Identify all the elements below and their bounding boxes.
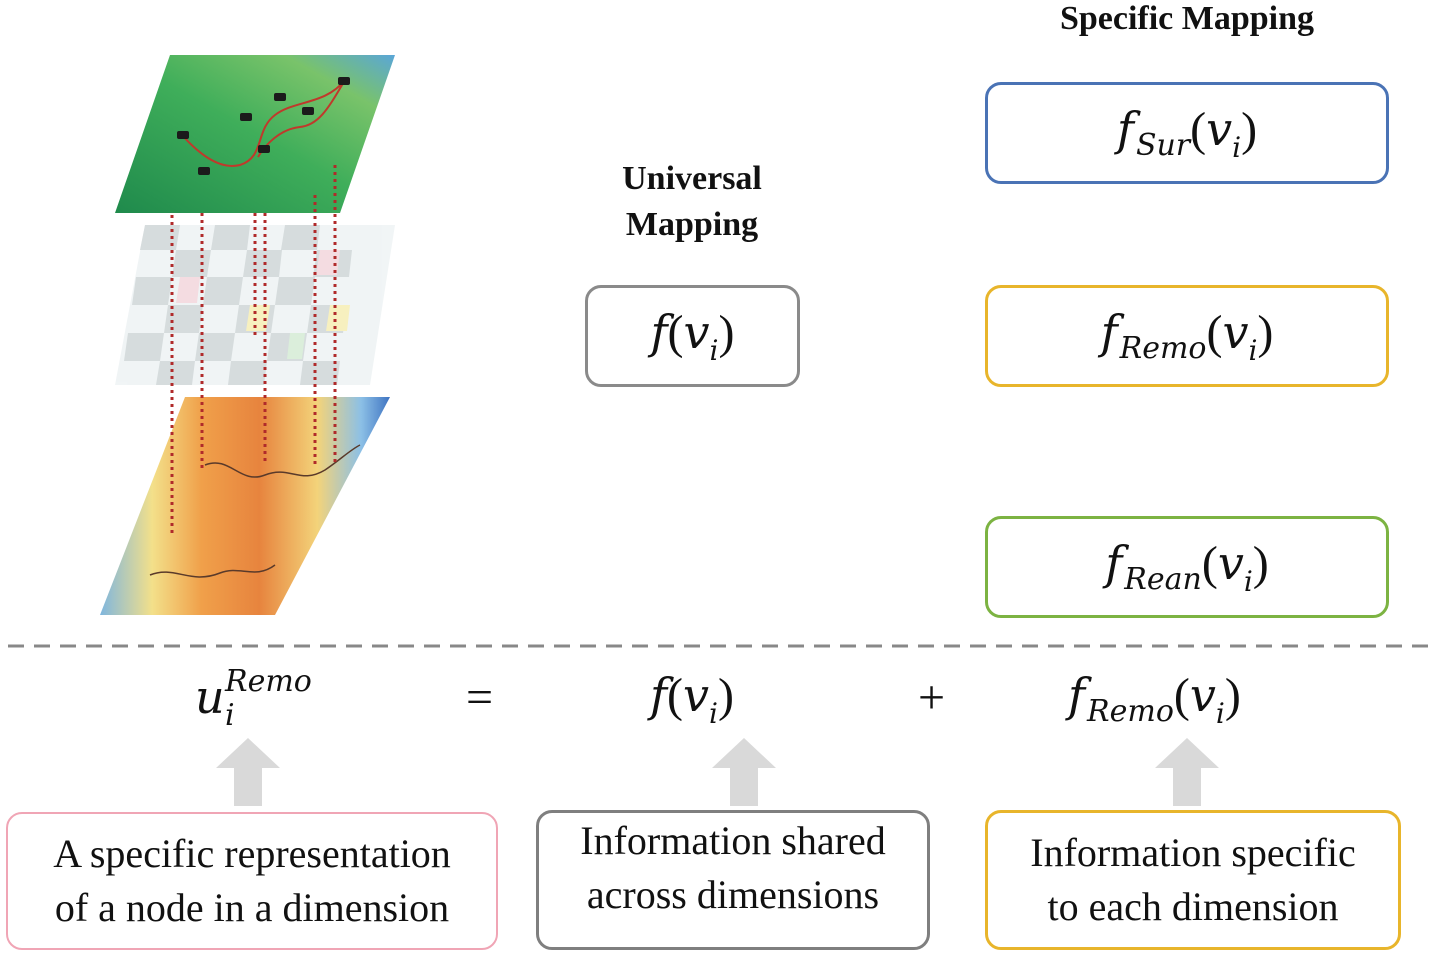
equation-term-specific: fRemo(vi) [1068,668,1241,730]
specific-mapping-box-sur: fSur(vi) [985,82,1389,184]
rean-mapping-formula: fRean(vi) [1105,536,1269,598]
note-shared-information: Information shared across dimensions [536,810,930,950]
layer-connectors [170,165,337,535]
universal-heading-line1: Universal [622,160,762,197]
equation-lhs: u Remo i [195,664,312,733]
up-arrow-icon [712,738,776,806]
specific-mapping-heading: Specific Mapping [1059,0,1315,37]
top-layer-map [115,55,395,213]
note-specific-representation: A specific representation of a node in a… [6,812,498,950]
note-specific-information: Information specific to each dimension [985,810,1401,950]
up-arrow-icon [216,738,280,806]
specific-mapping-box-rean: fRean(vi) [985,516,1389,618]
layered-maps-illustration [100,55,395,615]
note1-line1: A specific representation [53,831,451,876]
sur-mapping-formula: fSur(vi) [1116,102,1258,164]
universal-mapping-box: f(vi) [585,285,800,387]
remo-mapping-formula: fRemo(vi) [1100,305,1274,367]
note3-line1: Information specific [1030,830,1356,875]
middle-layer-grid [115,225,395,385]
dashed-divider [8,644,1430,648]
note1-line2: of a node in a dimension [54,885,450,930]
note2-line1: Information shared [580,818,886,863]
universal-mapping-heading: Universal Mapping [580,156,804,248]
equals-sign: = [466,671,494,724]
bottom-layer-map [100,397,390,615]
note2-line2: across dimensions [586,872,880,917]
up-arrow-icon [1155,738,1219,806]
universal-heading-line2: Mapping [625,206,759,243]
universal-mapping-formula: f(vi) [650,305,735,367]
note3-line2: to each dimension [1047,884,1339,929]
equation-term-universal: f(vi) [650,668,734,730]
plus-sign: + [918,671,946,724]
specific-mapping-box-remo: fRemo(vi) [985,285,1389,387]
